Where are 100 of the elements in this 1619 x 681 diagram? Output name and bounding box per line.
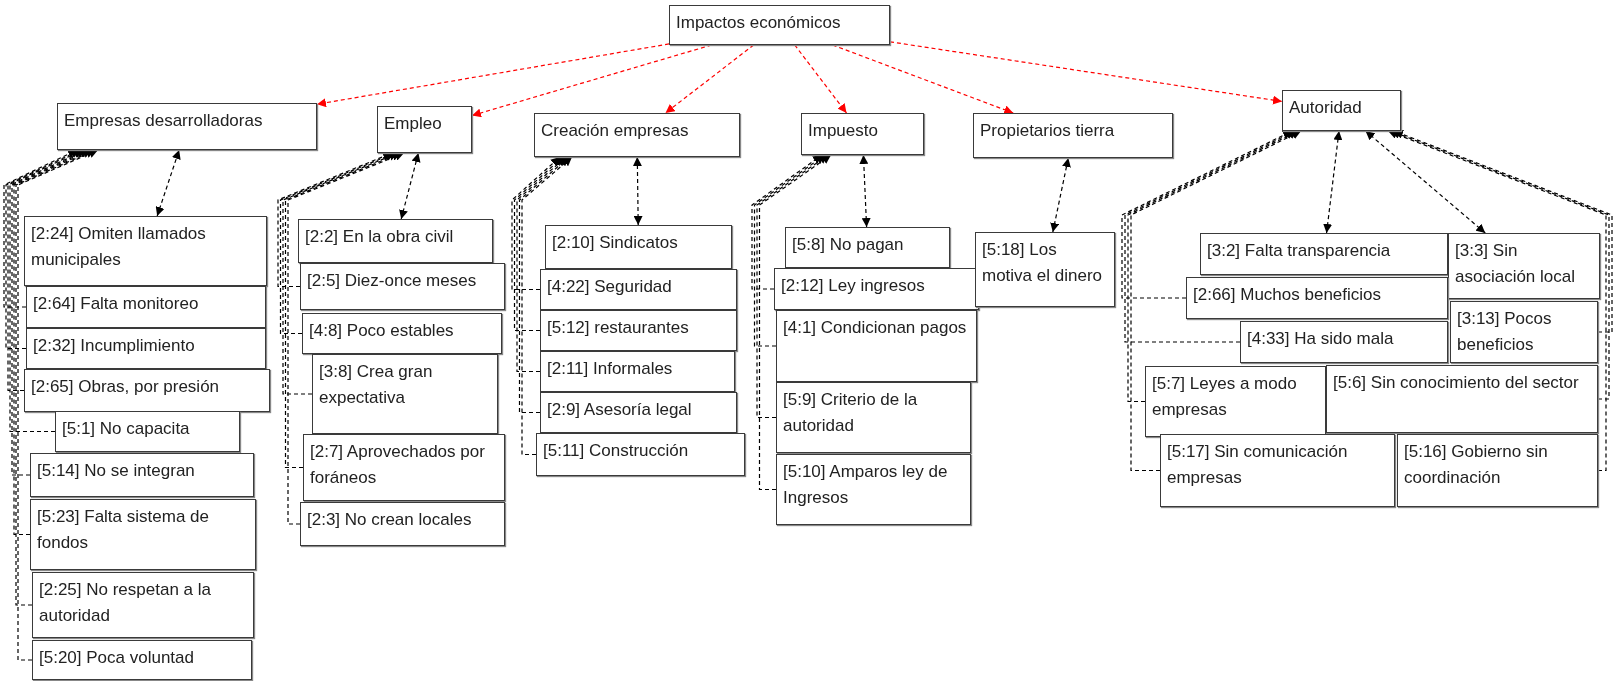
- concept-box: [30, 499, 256, 570]
- concept-text: [5:8] No pagan: [792, 234, 904, 256]
- concept-text: Impuesto: [808, 120, 878, 142]
- concept-box: [540, 269, 737, 310]
- concept-text: Empresas desarrolladoras: [64, 110, 263, 132]
- concept-box: [534, 113, 740, 157]
- concept-box: [545, 225, 732, 269]
- concept-text: [2:24] Omiten llamados municipales: [31, 223, 207, 272]
- concept-box: [776, 310, 977, 382]
- concept-box: [300, 263, 505, 310]
- concept-text: [5:11] Construcción: [543, 440, 689, 462]
- arrow: [1130, 130, 1302, 472]
- concept-box: [24, 216, 267, 286]
- concept-box: [975, 232, 1115, 307]
- arrow: [664, 44, 755, 114]
- concept-text: [2:25] No respetan a la autoridad: [39, 579, 212, 628]
- concept-box: [776, 454, 971, 525]
- arrow: [399, 152, 421, 220]
- concept-box: [1160, 434, 1395, 507]
- concept-box: [298, 219, 493, 263]
- concept-box: [32, 572, 254, 638]
- arrow: [1323, 130, 1343, 234]
- concept-box: [1282, 90, 1401, 131]
- arrow: [859, 154, 871, 228]
- concept-text: Autoridad: [1289, 97, 1362, 119]
- concept-text: [4:33] Ha sido mala: [1247, 328, 1394, 350]
- concept-box: [540, 310, 737, 351]
- arrow: [511, 156, 561, 291]
- concept-box: [536, 433, 745, 476]
- arrow: [632, 156, 643, 226]
- concept-text: [5:12] restaurantes: [547, 317, 689, 339]
- concept-box: [540, 392, 737, 433]
- concept-text: [2:5] Diez-once meses: [307, 270, 477, 292]
- arrow: [1387, 130, 1607, 472]
- concept-text: [2:32] Incumplimiento: [33, 335, 195, 357]
- concept-text: [3:8] Crea gran expectativa: [319, 361, 434, 410]
- concept-box: [302, 313, 502, 354]
- concept-box: [377, 106, 472, 153]
- concept-text: [2:9] Asesoría legal: [547, 399, 692, 421]
- arrow: [832, 44, 1014, 115]
- concept-text: [5:20] Poca voluntad: [39, 647, 194, 669]
- concept-box: [312, 354, 498, 434]
- concept-box: [24, 369, 270, 412]
- concept-text: [2:12] Ley ingresos: [781, 275, 925, 297]
- concept-text: Creación empresas: [541, 120, 689, 142]
- concept-box: [300, 502, 505, 546]
- concept-text: Empleo: [384, 113, 442, 135]
- concept-box: [540, 351, 735, 392]
- concept-box: [55, 411, 240, 452]
- concept-text: [5:7] Leyes a modo empresas: [1152, 373, 1298, 422]
- concept-text: [3:2] Falta transparencia: [1207, 240, 1391, 262]
- concept-text: [3:3] Sin asociación local: [1455, 240, 1576, 289]
- concept-text: [2:11] Informales: [547, 358, 673, 380]
- concept-text: [2:10] Sindicatos: [552, 232, 678, 254]
- concept-text: [5:16] Gobierno sin coordinación: [1404, 441, 1549, 490]
- concept-text: [5:23] Falta sistema de fondos: [37, 506, 210, 555]
- concept-box: [669, 5, 890, 45]
- concept-box: [774, 268, 979, 310]
- concept-box: [57, 103, 317, 150]
- concept-box: [30, 453, 254, 497]
- concept-box: [1397, 434, 1598, 507]
- concept-box: [26, 286, 266, 328]
- arrow: [1364, 130, 1486, 234]
- concept-text: [2:3] No crean locales: [307, 509, 472, 531]
- arrow: [758, 154, 832, 491]
- concept-box: [32, 640, 252, 680]
- concept-text: [5:6] Sin conocimiento del sector: [1333, 372, 1579, 394]
- concept-text: [4:1] Condicionan pagos: [783, 317, 967, 339]
- arrow: [17, 149, 99, 661]
- concept-text: [2:66] Muchos beneficios: [1193, 284, 1382, 306]
- concept-box: [26, 328, 266, 369]
- arrow: [516, 156, 567, 373]
- arrow: [513, 156, 564, 332]
- concept-box: [776, 382, 971, 453]
- arrow: [889, 41, 1283, 105]
- concept-box: [1326, 365, 1598, 433]
- arrow: [518, 156, 570, 414]
- concept-box: [801, 113, 924, 155]
- concept-text: [5:1] No capacita: [62, 418, 190, 440]
- concept-text: [4:22] Seguridad: [547, 276, 672, 298]
- main-topic-text: Impactos económicos: [676, 12, 841, 34]
- arrow: [287, 152, 405, 525]
- concept-text: [5:10] Amparos ley de Ingresos: [783, 461, 949, 510]
- concept-text: [2:7] Aprovechados por foráneos: [310, 441, 486, 490]
- concept-text: [5:14] No se integran: [37, 460, 195, 482]
- arrow: [1050, 157, 1071, 233]
- concept-text: [3:13] Pocos beneficios: [1457, 308, 1553, 357]
- arrow: [794, 44, 848, 114]
- arrow: [471, 44, 713, 118]
- concept-box: [1450, 301, 1598, 363]
- concept-box: [1200, 233, 1448, 275]
- concept-box: [973, 113, 1173, 158]
- concept-text: [5:17] Sin comunicación empresas: [1167, 441, 1349, 490]
- concept-text: [5:18] Los motiva el dinero: [982, 239, 1103, 288]
- concept-text: [2:64] Falta monitoreo: [33, 293, 199, 315]
- concept-text: [2:65] Obras, por presión: [31, 376, 220, 398]
- concept-box: [1186, 277, 1448, 319]
- concept-box: [785, 227, 950, 268]
- arrow: [316, 43, 670, 108]
- concept-text: [4:8] Poco estables: [309, 320, 454, 342]
